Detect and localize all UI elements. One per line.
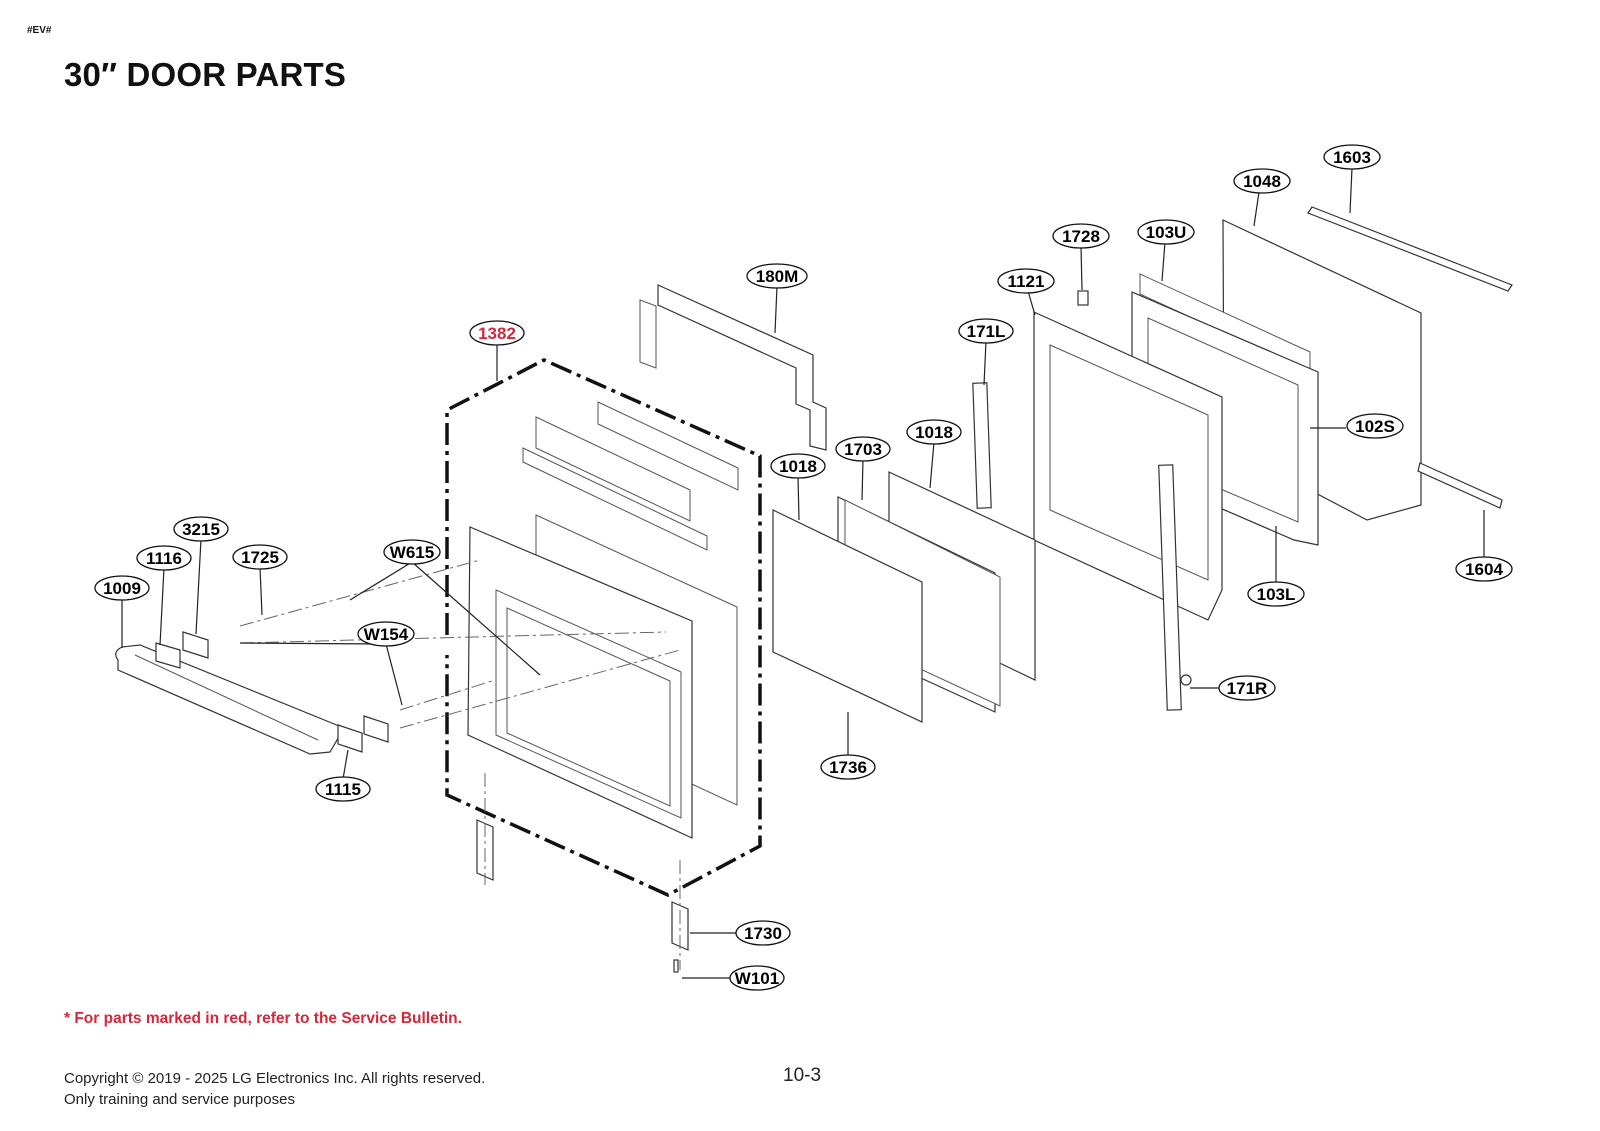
callout-171l: 171L xyxy=(958,318,1014,344)
svg-text:3215: 3215 xyxy=(182,520,220,539)
part-1116-bracket xyxy=(155,642,181,669)
svg-text:1728: 1728 xyxy=(1062,227,1100,246)
callout-3215: 3215 xyxy=(173,516,229,542)
callout-1115: 1115 xyxy=(315,776,371,802)
part-3215-bracket xyxy=(182,631,209,659)
callout-1382: 1382 xyxy=(469,320,525,346)
callout-102s: 102S xyxy=(1346,413,1404,439)
svg-text:103L: 103L xyxy=(1257,585,1296,604)
svg-text:W101: W101 xyxy=(735,969,779,988)
callout-180m: 180M xyxy=(746,263,808,289)
purpose-text: Only training and service purposes xyxy=(64,1091,295,1108)
part-1115-bracket-a xyxy=(337,724,363,753)
part-1382-strip-3 xyxy=(522,447,708,551)
part-1603-strip xyxy=(1307,206,1513,292)
callout-103u: 103U xyxy=(1137,219,1195,245)
callout-1728: 1728 xyxy=(1052,223,1110,249)
part-171r-pivot xyxy=(1180,674,1192,686)
callout-w101: W101 xyxy=(729,965,785,991)
svg-text:1603: 1603 xyxy=(1333,148,1371,167)
service-bulletin-note: * For parts marked in red, refer to the … xyxy=(64,1010,462,1027)
group-1382-outline xyxy=(445,358,762,897)
part-1730-bracket-right xyxy=(671,901,689,951)
footer: Copyright © 2019 - 2025 LG Electronics I… xyxy=(64,1068,485,1110)
svg-text:1725: 1725 xyxy=(241,548,279,567)
part-door-window-inner xyxy=(506,607,671,807)
part-180m-bracket xyxy=(657,284,827,451)
svg-text:103U: 103U xyxy=(1146,223,1187,242)
document-code: #EV# xyxy=(27,25,52,36)
callout-171r: 171R xyxy=(1218,675,1276,701)
part-1604-strip xyxy=(1417,462,1503,509)
copyright-text: Copyright © 2019 - 2025 LG Electronics I… xyxy=(64,1070,486,1087)
callout-1048: 1048 xyxy=(1233,168,1291,194)
callout-1116: 1116 xyxy=(136,545,192,571)
callout-1603: 1603 xyxy=(1323,144,1381,170)
callout-1121: 1121 xyxy=(997,268,1055,294)
svg-text:W154: W154 xyxy=(364,625,409,644)
part-1382-strip-1 xyxy=(597,401,739,491)
part-1728-clip xyxy=(1077,290,1089,306)
svg-text:W615: W615 xyxy=(390,543,434,562)
svg-text:1121: 1121 xyxy=(1008,272,1045,291)
part-171r-hinge xyxy=(1158,464,1182,711)
callout-1725: 1725 xyxy=(232,544,288,570)
svg-text:1736: 1736 xyxy=(829,758,867,777)
svg-text:1116: 1116 xyxy=(146,549,182,568)
svg-text:180M: 180M xyxy=(756,267,799,286)
svg-text:1703: 1703 xyxy=(844,440,882,459)
part-180m-left-arm xyxy=(639,299,657,369)
part-w101-screw xyxy=(673,959,679,973)
callout-1009: 1009 xyxy=(94,575,150,601)
svg-text:102S: 102S xyxy=(1355,417,1395,436)
callout-1703: 1703 xyxy=(835,436,891,462)
part-1115-bracket-b xyxy=(363,715,389,743)
callout-1604: 1604 xyxy=(1455,556,1513,582)
svg-text:1009: 1009 xyxy=(103,579,141,598)
svg-text:1382: 1382 xyxy=(478,324,516,343)
svg-text:1018: 1018 xyxy=(915,423,953,442)
svg-text:1048: 1048 xyxy=(1243,172,1281,191)
svg-text:171R: 171R xyxy=(1227,679,1268,698)
page-title: 30″ DOOR PARTS xyxy=(64,56,347,93)
callout-1018-front: 1018 xyxy=(770,453,826,479)
callout-w154: W154 xyxy=(357,621,415,647)
svg-text:1604: 1604 xyxy=(1465,560,1503,579)
callout-103l: 103L xyxy=(1247,581,1305,607)
svg-text:1115: 1115 xyxy=(325,780,361,799)
svg-text:1018: 1018 xyxy=(779,457,817,476)
part-1382-strip-2 xyxy=(535,416,691,522)
callout-w615: W615 xyxy=(383,539,441,565)
callout-1736: 1736 xyxy=(820,754,876,780)
callout-1730: 1730 xyxy=(735,920,791,946)
leader-lines xyxy=(121,167,1485,979)
part-171l-hinge xyxy=(972,382,992,509)
page-number: 10-3 xyxy=(783,1065,822,1086)
svg-text:171L: 171L xyxy=(967,322,1006,341)
svg-text:1730: 1730 xyxy=(744,924,782,943)
part-1018-glass-front xyxy=(772,509,923,723)
callout-1018-rear: 1018 xyxy=(906,419,962,445)
